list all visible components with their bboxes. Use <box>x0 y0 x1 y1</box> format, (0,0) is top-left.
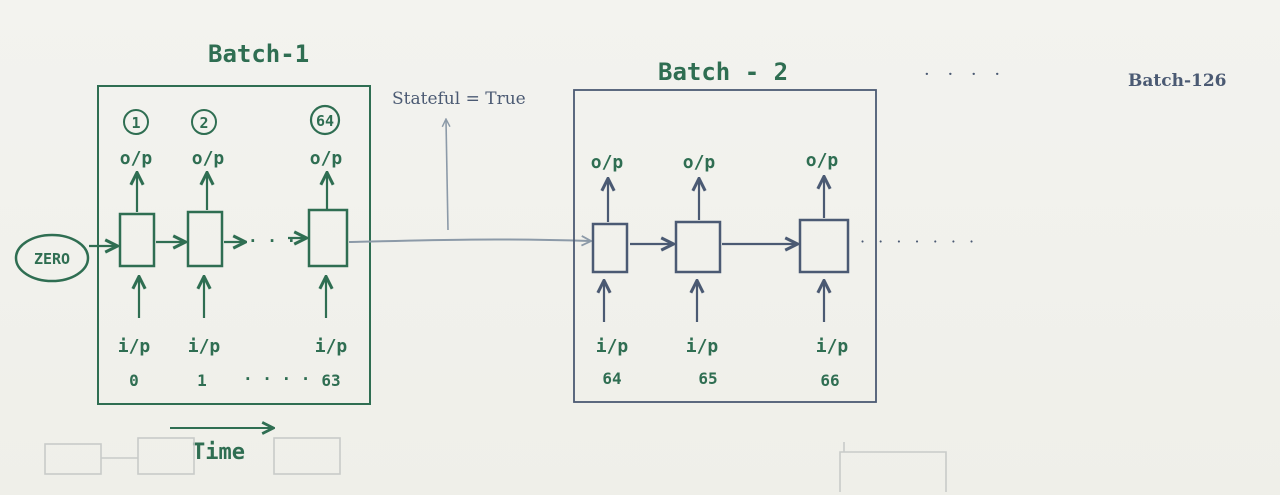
bottom-sketch-boxes <box>44 437 947 492</box>
batch1-index-1: 1 <box>197 371 207 390</box>
batch1-rnn-cell-64 <box>307 208 349 268</box>
batch1-output-2: o/p <box>192 148 225 169</box>
batch1-input-64: i/p <box>315 336 348 357</box>
time-label: Time <box>192 440 245 465</box>
batch2-title: Batch - 2 <box>658 58 788 86</box>
right-continuation-dots: · · · · · · · <box>860 232 978 251</box>
batch2-input-66: i/p <box>816 336 849 357</box>
batch1-title: Batch-1 <box>208 40 309 68</box>
zero-state: ZERO <box>14 233 90 283</box>
stateful-note: Stateful = True <box>392 89 526 109</box>
batch2-index-65: 65 <box>698 369 717 388</box>
batch1-input-2: i/p <box>188 336 221 357</box>
svg-text:1: 1 <box>131 114 140 132</box>
batch2-output-66: o/p <box>806 150 839 171</box>
batch1-rnn-ellipsis: · · · <box>248 231 296 250</box>
batch2-output-64: o/p <box>591 152 624 173</box>
step-number-1: 1 <box>123 109 149 135</box>
batch2-input-64: i/p <box>596 336 629 357</box>
batch1-output-64: o/p <box>310 148 343 169</box>
batch2-index-66: 66 <box>820 371 839 390</box>
top-continuation-dots: · · · · <box>924 64 1006 85</box>
step-number-64: 64 <box>309 104 341 136</box>
svg-text:2: 2 <box>199 114 208 132</box>
svg-text:ZERO: ZERO <box>34 250 70 268</box>
batch2-input-65: i/p <box>686 336 719 357</box>
batch1-input-1: i/p <box>118 336 151 357</box>
batch2-index-64: 64 <box>602 369 621 388</box>
batch1-index-ellipsis: · · · · <box>243 369 310 388</box>
batch1-index-0: 0 <box>129 371 139 390</box>
batch1-index-63: 63 <box>321 371 340 390</box>
stateful-pointer-arrow <box>446 120 448 231</box>
last-batch-label: Batch-126 <box>1128 71 1227 91</box>
step-number-2: 2 <box>191 109 217 135</box>
batch2-box <box>573 89 877 403</box>
svg-text:64: 64 <box>316 112 334 130</box>
batch2-rnn-cell-1 <box>591 222 629 274</box>
batch1-output-1: o/p <box>120 148 153 169</box>
batch2-rnn-cell-3 <box>798 218 850 274</box>
batch1-rnn-cell-1 <box>118 212 156 268</box>
state-transfer-arrow <box>348 239 590 242</box>
batch2-rnn-cell-2 <box>674 220 722 274</box>
batch2-output-65: o/p <box>683 152 716 173</box>
batch1-rnn-cell-2 <box>186 210 224 268</box>
